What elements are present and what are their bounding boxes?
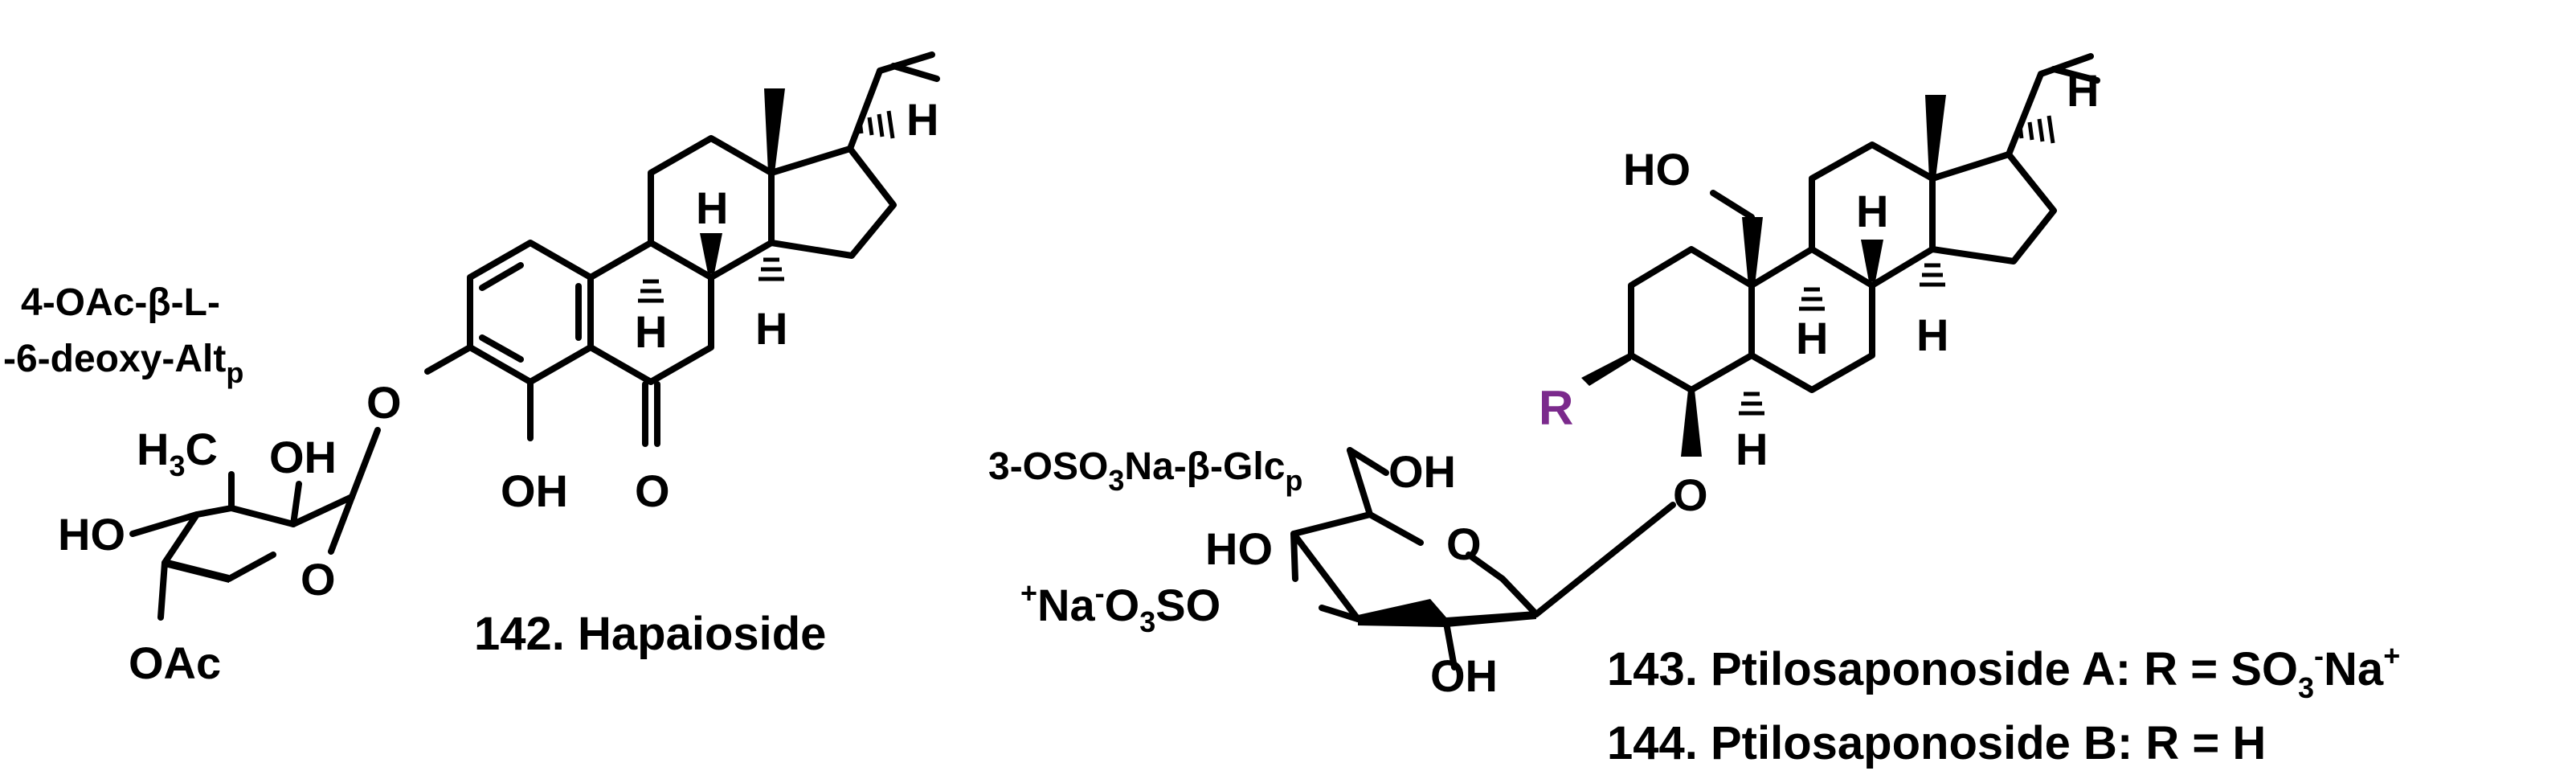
c4-glycosidic-wedge (1681, 390, 1702, 457)
c18-methyl-wedge-143 (1925, 95, 1946, 178)
compound-142-hapaioside: H H H H O OH O (3, 51, 940, 688)
glycosidic-oxygen-143: O (1673, 470, 1708, 520)
c8-wedge (700, 233, 722, 273)
a-ring (1628, 246, 1755, 393)
sugar-label-142-line1: 4-OAc-β-L- (21, 281, 220, 324)
acetate-group: OAc (129, 638, 221, 688)
sugar-ring-oxygen: O (301, 554, 336, 605)
b-ring-143 (1748, 246, 1875, 393)
sulfate-group: +Na-O3SO (1020, 576, 1221, 638)
sugar-hydroxyl-left: HO (58, 509, 125, 560)
c8-wedge-143 (1861, 240, 1883, 281)
sugar-label-143: 3-OSO3Na-β-Glcp (988, 445, 1302, 497)
c2-hydroxyl: OH (1430, 650, 1498, 701)
c-ring-143 (1809, 141, 1936, 289)
sugar-label-142-line2: -6-deoxy-Altp (3, 338, 243, 389)
c19-hydroxyl: HO (1623, 144, 1691, 195)
r-group-label: R (1539, 381, 1573, 435)
c8-hydrogen: H (696, 182, 728, 233)
b-ring (587, 240, 714, 385)
c17-hashed-bond-143 (2018, 115, 2055, 144)
glycosidic-oxygen: O (366, 377, 402, 428)
vinyl-group-143 (2006, 53, 2100, 158)
d-ring-143 (1929, 151, 2057, 264)
c5-hashed-bond (1739, 392, 1764, 416)
caption-143: 143. Ptilosaponoside A: R = SO3-Na+ (1607, 639, 2400, 704)
caption-144: 144. Ptilosaponoside B: R = H (1607, 717, 2266, 769)
caption-142: 142. Hapaioside (474, 608, 826, 660)
methyl-h3c: H3C (137, 424, 218, 482)
c6-hydroxyl: OH (1388, 446, 1456, 497)
c18-methyl-wedge (764, 88, 785, 173)
ketone-oxygen: O (635, 465, 670, 516)
compound-143-144-ptilosaponosides: H HO H H H H R O (988, 53, 2400, 769)
c14-hydrogen: H (755, 303, 787, 354)
c17-hydrogen: H (906, 94, 938, 145)
glucose-ring-oxygen: O (1446, 519, 1482, 569)
c8-hydrogen-143: H (1856, 186, 1888, 236)
vinyl-group (847, 51, 940, 152)
c3-r-wedge (1581, 352, 1631, 386)
d-ring (768, 146, 897, 259)
c4-hydroxyl: HO (1205, 523, 1273, 574)
c17-hashed-bond (857, 110, 895, 139)
aromatic-a-ring (467, 240, 594, 385)
c9-hashed-bond (638, 279, 664, 303)
c19-wedge (1742, 217, 1763, 285)
c9-hydrogen: H (635, 306, 667, 357)
sugar-hydroxyl-top: OH (269, 432, 337, 482)
phenol-hydroxyl: OH (501, 465, 568, 516)
c5-hydrogen: H (1736, 424, 1768, 474)
c14-hashed-bond-143 (1920, 263, 1945, 287)
c9-hashed-bond-143 (1799, 287, 1825, 311)
c17-hydrogen-143: H (2067, 65, 2099, 116)
c14-hydrogen-143: H (1916, 310, 1948, 360)
c9-hydrogen-143: H (1796, 313, 1828, 363)
c-ring (648, 135, 775, 281)
c14-hashed-bond (758, 257, 784, 281)
